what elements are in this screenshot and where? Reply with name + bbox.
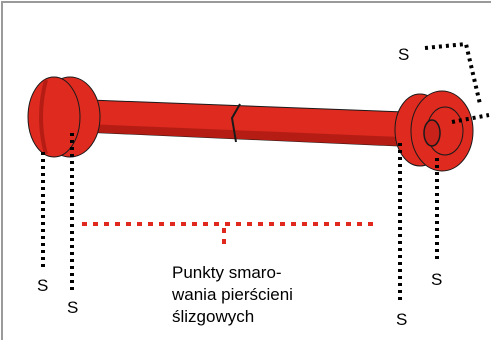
point-label-s-right-2: S (396, 310, 408, 329)
shaft-crack-mark (230, 103, 241, 143)
point-label-s-top: S (398, 45, 410, 64)
shaft-shadow (84, 124, 401, 146)
point-label-s-left-2: S (67, 298, 79, 317)
point-label-s-left-1: S (37, 276, 49, 295)
point-label-s-right-1: S (431, 270, 443, 289)
caption-line-2: wania pierścieni (172, 285, 293, 304)
caption-line-1: Punkty smaro- (172, 263, 282, 282)
marker-lines (41, 41, 490, 300)
caption-connector (82, 222, 374, 250)
caption-line-3: ślizgowych (172, 307, 255, 326)
right-end-cap (394, 90, 474, 172)
left-end-cap (27, 76, 101, 158)
lubrication-points-caption: Punkty smaro- wania pierścieni ślizgowyc… (172, 262, 293, 328)
